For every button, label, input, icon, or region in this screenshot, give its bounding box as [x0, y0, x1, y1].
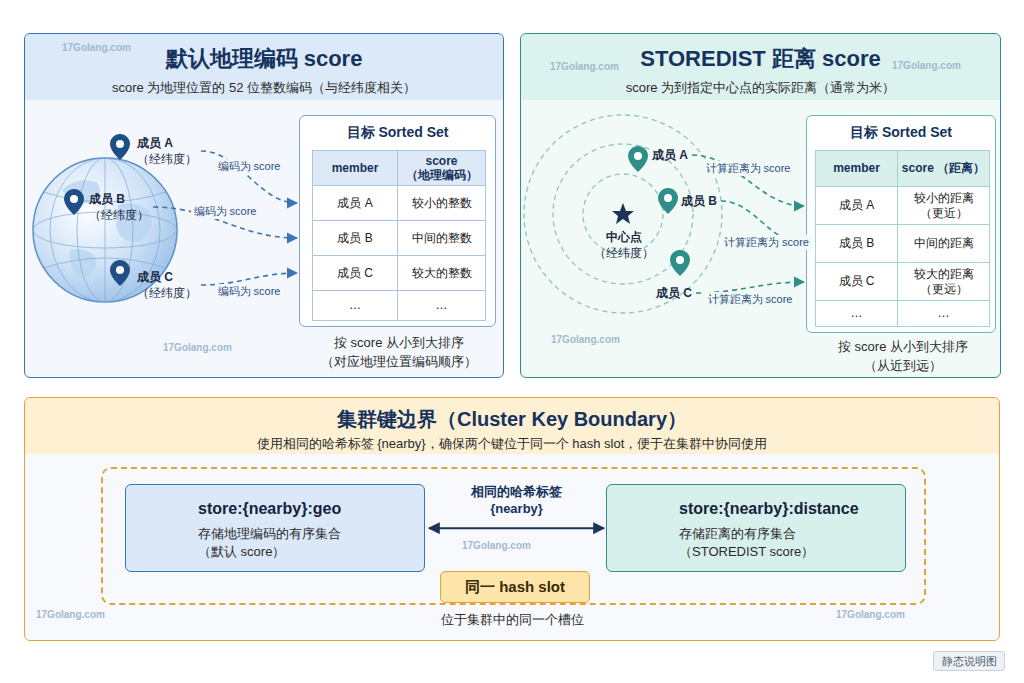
- edge-label: 计算距离为 score: [703, 161, 794, 176]
- pin: [628, 146, 648, 172]
- node-heading: 集群键边界（Cluster Key Boundary）: [25, 406, 999, 432]
- distance-rings: [524, 115, 722, 313]
- sorted-set-table: 目标 Sorted Set memberscore （地理编码）成员 A较小的整数…: [299, 115, 496, 327]
- watermark: 17Golang.com: [550, 61, 619, 72]
- table-cell: …: [312, 290, 398, 321]
- panel: 集群键边界（Cluster Key Boundary） 使用相同的哈希标签 {ne…: [24, 397, 1000, 641]
- watermark: 17Golang.com: [462, 540, 531, 551]
- table-cell: score （地理编码）: [397, 150, 486, 186]
- table-cell: member: [815, 150, 898, 187]
- member-label: 成员 A: [652, 147, 688, 163]
- table-cell: 成员 C: [312, 255, 398, 291]
- node-body: （经纬度）: [137, 285, 197, 301]
- status-tag: 静态说明图: [933, 651, 1005, 671]
- member-label: 成员 B（经纬度）: [89, 191, 149, 223]
- center-point: 中心点（经纬度）: [591, 229, 657, 261]
- node-heading: store:{nearby}:geo: [198, 499, 414, 519]
- table-cell: …: [815, 300, 898, 327]
- key-box: store:{nearby}:distance 存储距离的有序集合 （STORED…: [606, 484, 906, 572]
- table-cell: score （距离）: [897, 150, 990, 187]
- panel: 默认地理编码 scorescore 为地理位置的 52 位整数编码（与经纬度相关…: [24, 33, 504, 378]
- pin: [110, 134, 130, 160]
- center-star: [612, 203, 634, 224]
- pin: [64, 189, 84, 215]
- caption: 按 score 从小到大排序 （对应地理位置编码顺序）: [309, 334, 489, 372]
- sorted-set-table: 目标 Sorted Set memberscore （距离）成员 A较小的距离 （…: [806, 115, 996, 333]
- edge-label: 编码为 score: [191, 204, 260, 219]
- panel: STOREDIST 距离 scorescore 为到指定中心点的实际距离（通常为…: [520, 33, 1001, 378]
- node-body: （经纬度）: [137, 151, 197, 167]
- node-body: （经纬度）: [89, 207, 149, 223]
- node-heading: 目标 Sorted Set: [300, 116, 495, 142]
- member-label: 成员 C: [656, 285, 692, 301]
- watermark: 17Golang.com: [36, 609, 105, 620]
- table-cell: …: [397, 290, 486, 321]
- table-cell: 成员 C: [815, 262, 898, 301]
- table-cell: 较小的整数: [397, 185, 486, 221]
- member-label: 成员 A（经纬度）: [137, 135, 197, 167]
- node-heading: 中心点: [591, 229, 657, 245]
- member-label: 成员 C（经纬度）: [137, 269, 197, 301]
- key-box: store:{nearby}:geo 存储地理编码的有序集合 （默认 score）: [125, 484, 425, 572]
- pin: [670, 250, 690, 276]
- table-cell: 较小的距离 （更近）: [897, 186, 990, 225]
- table-cell: 成员 A: [815, 186, 898, 225]
- node-body: 使用相同的哈希标签 {nearby}，确保两个键位于同一个 hash slot，…: [25, 435, 999, 452]
- node-heading: 成员 A: [137, 135, 197, 151]
- node-heading: 成员 B: [681, 193, 717, 209]
- edge-label: 编码为 score: [215, 159, 284, 174]
- pin: [110, 260, 130, 286]
- node-body: 存储距离的有序集合 （STOREDIST score）: [679, 525, 849, 561]
- table-cell: 成员 B: [312, 220, 398, 256]
- caption: 按 score 从小到大排序 （从近到远）: [813, 338, 993, 376]
- table-cell: 较大的距离 （更远）: [897, 262, 990, 301]
- member-label: 成员 B: [681, 193, 717, 209]
- watermark: 17Golang.com: [892, 60, 961, 71]
- table-cell: 较大的整数: [397, 255, 486, 291]
- node-heading: 同一 hash slot: [440, 571, 590, 603]
- node-body: score 为地理位置的 52 位整数编码（与经纬度相关）: [25, 79, 503, 96]
- watermark: 17Golang.com: [62, 42, 131, 53]
- node-heading: store:{nearby}:distance: [679, 499, 895, 519]
- node-heading: 成员 B: [89, 191, 149, 207]
- edge-label: 编码为 score: [215, 284, 284, 299]
- watermark: 17Golang.com: [836, 609, 905, 620]
- table-cell: member: [312, 150, 398, 186]
- edge-label: 计算距离为 score: [721, 235, 812, 250]
- dashed-arrow: [201, 151, 297, 203]
- double-arrow: [429, 527, 604, 529]
- caption: 位于集群中的同一个槽位: [362, 611, 662, 630]
- table-cell: …: [897, 300, 990, 327]
- pin: [658, 188, 678, 214]
- node-heading: 成员 C: [137, 269, 197, 285]
- table-cell: 成员 B: [815, 224, 898, 263]
- node-body: 存储地理编码的有序集合 （默认 score）: [198, 525, 368, 561]
- watermark: 17Golang.com: [163, 342, 232, 353]
- node-body: score 为到指定中心点的实际距离（通常为米）: [521, 79, 1000, 96]
- table-cell: 成员 A: [312, 185, 398, 221]
- node-body: （经纬度）: [591, 245, 657, 261]
- edge-label: 相同的哈希标签 {nearby}: [449, 483, 585, 518]
- node-heading: 成员 C: [656, 285, 692, 301]
- table-cell: 中间的整数: [397, 220, 486, 256]
- node-heading: 成员 A: [652, 147, 688, 163]
- node-heading: 目标 Sorted Set: [807, 116, 995, 142]
- watermark: 17Golang.com: [551, 334, 620, 345]
- edge-label: 计算距离为 score: [705, 292, 796, 307]
- table-cell: 中间的距离: [897, 224, 990, 263]
